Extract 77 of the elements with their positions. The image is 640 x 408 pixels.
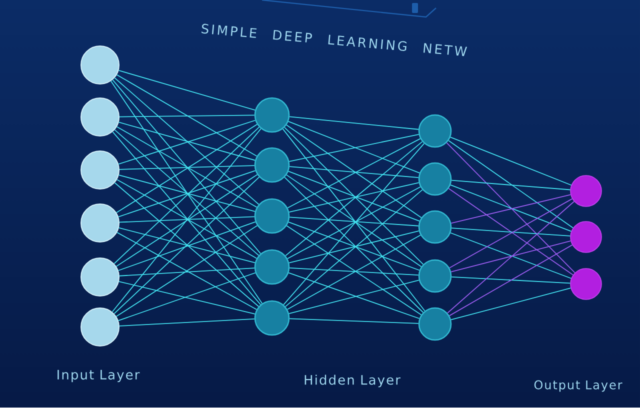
connection-line (116, 74, 258, 157)
connection-line (286, 124, 422, 218)
layer-label: Input Layer (58, 370, 140, 382)
connection-line (288, 280, 420, 314)
neuron-circle (254, 300, 290, 336)
connection-line (450, 184, 572, 232)
connection-line (118, 272, 256, 322)
neuron-circle (254, 97, 290, 133)
connection-line (450, 232, 572, 279)
connection-line (112, 79, 262, 254)
connection-line (284, 126, 424, 265)
connection-line (289, 216, 419, 226)
connection-line (118, 227, 256, 264)
connection-line (288, 182, 420, 213)
connection-line (116, 232, 257, 310)
connection-line (451, 180, 571, 190)
connection-line (288, 222, 420, 271)
connection-line (114, 77, 260, 205)
layer-label: Hidden Layer (304, 374, 400, 388)
connection-line (451, 276, 571, 284)
layer-label: Output Layer (534, 380, 622, 392)
connection-line (118, 281, 256, 314)
connection-line (116, 225, 258, 317)
title: SIMPLE DEEP LEARNING NETW (202, 24, 468, 56)
connection-line (119, 268, 255, 276)
connection-line (119, 165, 255, 170)
connection-line (289, 318, 419, 324)
connection-line (448, 188, 574, 276)
neuron-circle (80, 98, 120, 136)
connection-line (288, 230, 420, 264)
connection-line (450, 240, 572, 272)
neuron-circle (254, 147, 290, 183)
neuron-circle (570, 175, 602, 207)
neuron-circle (418, 210, 452, 244)
connection-line (287, 138, 421, 208)
connection-line (451, 228, 571, 236)
neuron-circle (80, 150, 120, 190)
neuron-circle (80, 308, 120, 346)
connection-line (289, 166, 419, 178)
connection-line (450, 288, 572, 320)
neuron-circle (418, 162, 452, 196)
neuron-circle (418, 259, 452, 293)
connection-line (289, 268, 419, 276)
connection-line (288, 134, 420, 162)
connection-line (118, 170, 256, 218)
connection-line (450, 194, 571, 224)
connection-line (110, 80, 263, 304)
connection-line (287, 186, 421, 260)
connection-line (286, 174, 422, 268)
neuron-circle (418, 114, 452, 148)
connection-line (286, 234, 421, 310)
neuron-circle (570, 268, 602, 300)
connection-line (448, 140, 574, 228)
neuron-circle (80, 258, 120, 296)
connection-line (119, 114, 255, 118)
connection-line (118, 221, 256, 271)
connection-line (289, 116, 419, 130)
connection-line (446, 142, 576, 274)
neuron-circle (254, 198, 290, 234)
connection-line (286, 225, 422, 316)
connection-line (449, 198, 573, 268)
connection-line (118, 70, 256, 111)
connection-line (118, 174, 256, 212)
neuron-circle (80, 204, 120, 242)
connection-line (448, 244, 573, 316)
connection-line (288, 272, 420, 319)
connection-line (285, 141, 423, 256)
neuron-circle (254, 249, 290, 285)
neuron-circle (80, 46, 120, 84)
connection-line (119, 318, 255, 326)
connection-line (447, 201, 575, 314)
connection-line (450, 136, 572, 186)
neuron-circle (418, 307, 452, 341)
neuron-circle (570, 221, 602, 253)
connection-line (288, 121, 420, 174)
connection-line (288, 170, 420, 222)
connection-line (119, 216, 255, 223)
